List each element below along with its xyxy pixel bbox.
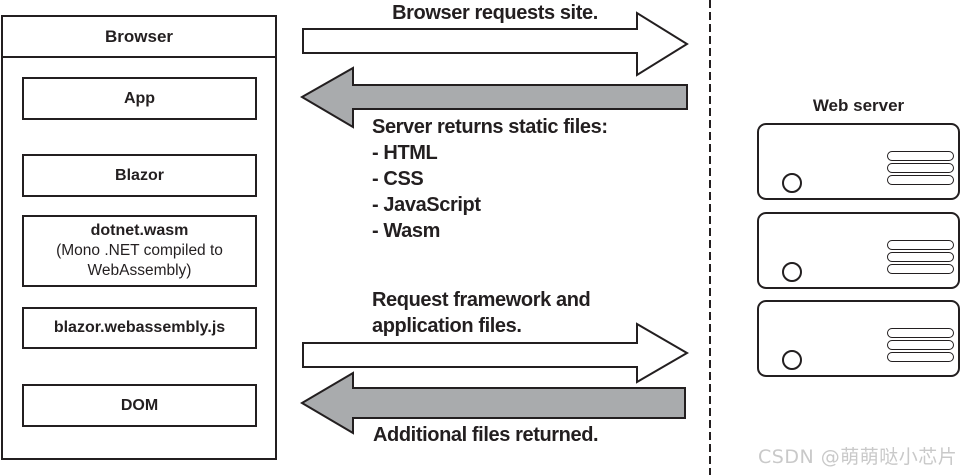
server-vents-icon <box>887 328 954 362</box>
component-blazor-label: Blazor <box>115 166 164 184</box>
component-dotnet-wasm-label: dotnet.wasm <box>90 222 189 239</box>
label-server-returns-static-files: Server returns static files: - HTML - CS… <box>372 114 608 244</box>
component-app: App <box>22 77 257 120</box>
server-vents-icon <box>887 151 954 185</box>
component-dom-label: DOM <box>120 396 159 414</box>
label-browser-requests-site: Browser requests site. <box>392 2 598 24</box>
browser-title: Browser <box>3 17 275 58</box>
static-files-item-wasm: - Wasm <box>372 220 440 242</box>
component-dotnet-wasm-sublabel: (Mono .NET compiled to WebAssembly) <box>56 242 223 279</box>
static-files-item-css: - CSS <box>372 168 424 190</box>
component-dom: DOM <box>22 384 257 427</box>
server-power-button-icon <box>782 350 802 370</box>
label-request-framework-files: Request framework and application files. <box>372 289 591 337</box>
component-dotnet-wasm: dotnet.wasm (Mono .NET compiled to WebAs… <box>22 215 257 287</box>
server-machine-icon <box>757 212 960 289</box>
server-machine-icon <box>757 300 960 377</box>
server-power-button-icon <box>782 262 802 282</box>
component-blazor-webassembly-js: blazor.webassembly.js <box>22 307 257 349</box>
arrow-additional-files-left-icon <box>300 371 686 435</box>
arrow-static-files-left-icon <box>300 66 688 129</box>
component-blazor-webassembly-js-label: blazor.webassembly.js <box>53 319 226 336</box>
component-blazor: Blazor <box>22 154 257 197</box>
server-vents-icon <box>887 240 954 274</box>
arrow-request-site-right-icon <box>302 11 689 77</box>
web-server-title: Web server <box>812 96 905 115</box>
arrow-request-framework-right-icon <box>302 322 689 384</box>
network-boundary-dashed-line <box>709 0 711 475</box>
static-files-item-javascript: - JavaScript <box>372 194 481 216</box>
component-app-label: App <box>123 89 156 107</box>
label-additional-files-returned: Additional files returned. <box>373 424 599 446</box>
server-machine-icon <box>757 123 960 200</box>
csdn-watermark: CSDN @萌萌哒小芯片 <box>758 446 958 468</box>
static-files-title: Server returns static files: <box>372 116 608 138</box>
server-power-button-icon <box>782 173 802 193</box>
static-files-item-html: - HTML <box>372 142 438 164</box>
